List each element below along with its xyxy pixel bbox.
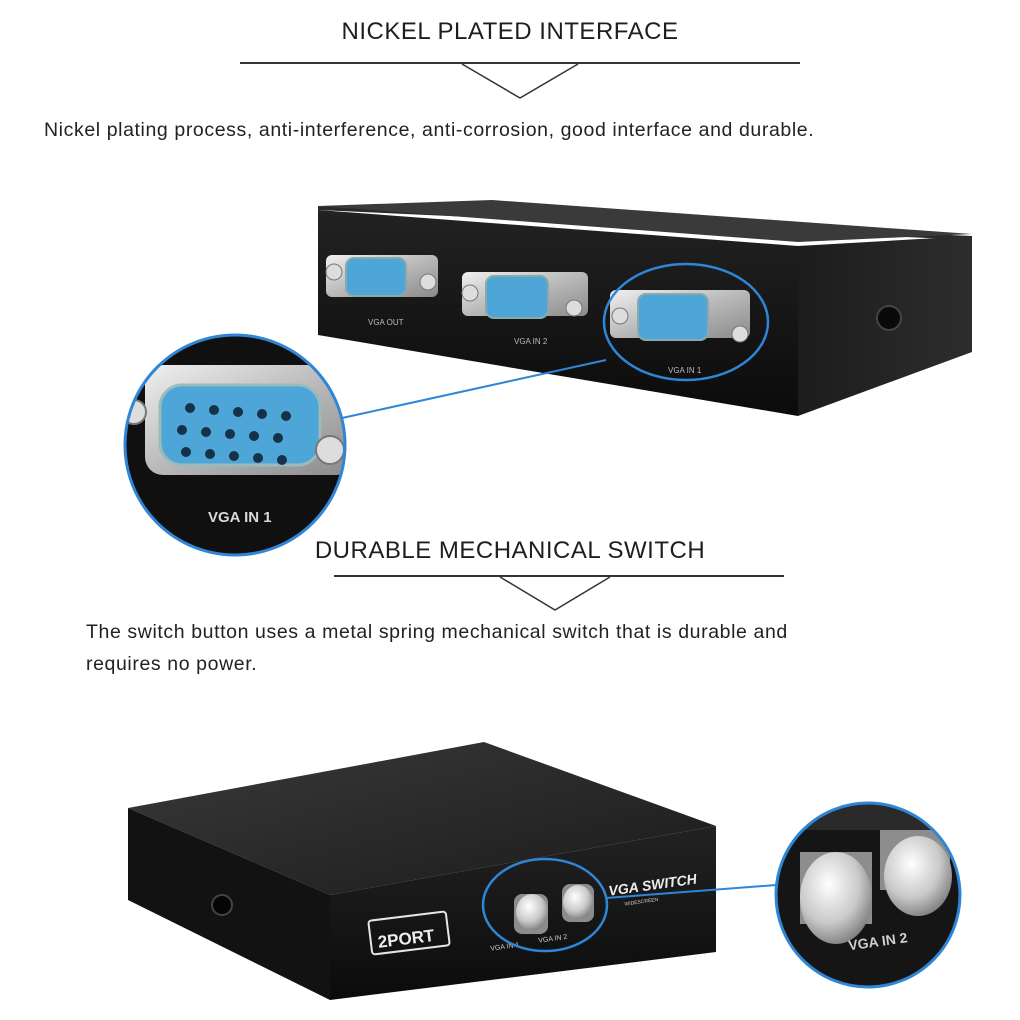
section2-divider <box>334 575 784 577</box>
section1-description: Nickel plating process, anti-interferenc… <box>44 119 815 141</box>
zoom-vga-in1: VGA IN 1 <box>123 333 347 557</box>
section2-heading: DURABLE MECHANICAL SWITCH <box>314 537 706 564</box>
vga-switch-front-view: 2PORT VGA SWITCH WIDESCREEN VGA IN 1 VGA… <box>128 742 716 1000</box>
switch-button-2[interactable] <box>562 884 594 922</box>
vga-in2-port: VGA IN 2 <box>461 272 588 346</box>
switch-button-1[interactable] <box>514 894 548 934</box>
button2-label: VGA IN 2 <box>538 934 568 945</box>
vga-in2-label: VGA IN 2 <box>514 337 548 346</box>
highlight-ring-buttons <box>481 857 609 953</box>
section2-description-line2: requires no power. <box>86 653 258 675</box>
vga-out-label: VGA OUT <box>368 318 404 327</box>
section1-divider <box>240 62 800 64</box>
section2-chevron <box>499 576 611 611</box>
vga-out-port: VGA OUT <box>325 255 438 327</box>
section1-chevron <box>461 63 579 99</box>
port-badge <box>367 910 451 956</box>
brand-sublabel: WIDESCREEN <box>624 897 659 908</box>
highlight-ring-vga-in1 <box>602 262 770 382</box>
zoom-switch-buttons: VGA IN 2 <box>774 801 962 989</box>
section1-heading: NICKEL PLATED INTERFACE <box>341 18 679 45</box>
callout-line-1 <box>341 359 607 419</box>
zoom-vga-in1-label: VGA IN 1 <box>208 509 272 526</box>
callout-line-2 <box>605 884 777 899</box>
button1-label: VGA IN 1 <box>490 942 520 953</box>
section2-description-line1: The switch button uses a metal spring me… <box>86 621 788 643</box>
side-screw-icon-2 <box>211 894 233 916</box>
vga-in1-label: VGA IN 1 <box>668 366 702 375</box>
side-screw-icon <box>876 305 902 331</box>
vga-switch-rear-view: VGA OUT VGA IN 2 VGA IN 1 <box>318 200 972 416</box>
section2-description: The switch button uses a metal spring me… <box>86 616 788 680</box>
vga-in1-port: VGA IN 1 <box>610 290 750 375</box>
